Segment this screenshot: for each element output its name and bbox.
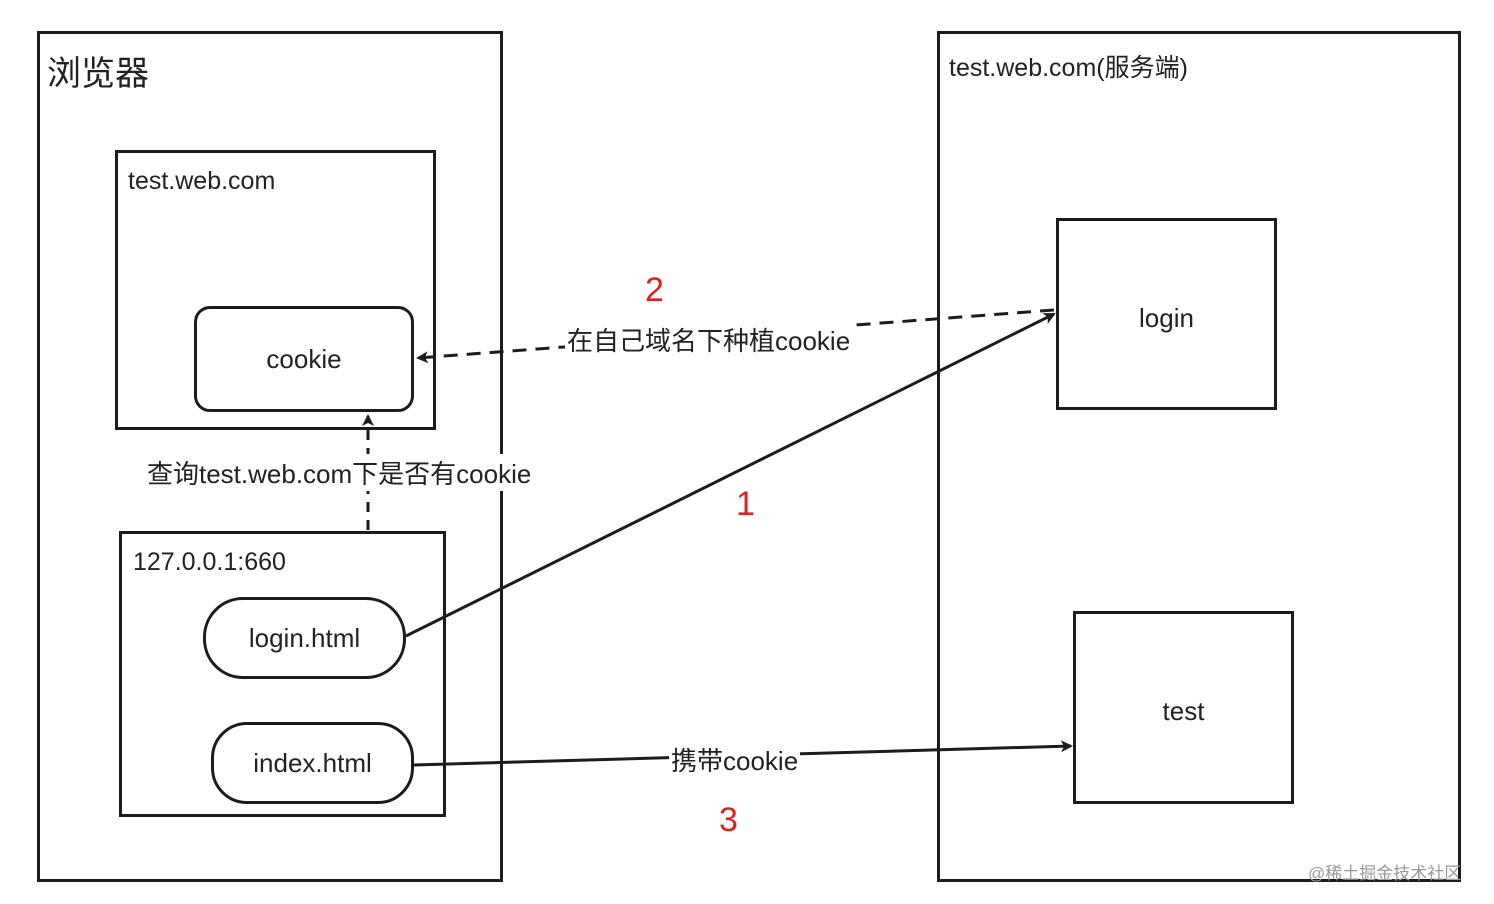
index-html-label: index.html (253, 747, 372, 778)
cookie-node: cookie (194, 306, 414, 412)
domain-box-title: test.web.com (128, 167, 276, 195)
edge-plant-label: 在自己域名下种植cookie (565, 321, 853, 358)
server-test-label: test (1162, 696, 1205, 726)
edge-query-label: 查询test.web.com下是否有cookie (145, 454, 534, 491)
login-html-label: login.html (248, 622, 361, 653)
domain-box (115, 150, 436, 430)
step-number-3: 3 (719, 801, 738, 839)
server-test-node: test (1073, 611, 1294, 804)
index-html-node: index.html (211, 722, 414, 804)
login-html-node: login.html (203, 597, 406, 679)
watermark: @稀土掘金技术社区 (1308, 864, 1462, 883)
server-title: test.web.com(服务端) (949, 54, 1188, 82)
local-origin-title: 127.0.0.1:660 (133, 548, 286, 576)
cookie-node-label: cookie (266, 343, 342, 374)
server-login-label: login (1139, 303, 1194, 333)
browser-title: 浏览器 (47, 55, 149, 93)
step-number-1: 1 (736, 485, 755, 523)
edge-carry-label: 携带cookie (669, 741, 801, 778)
local-origin-box (119, 531, 446, 817)
step-number-2: 2 (645, 271, 664, 309)
server-login-node: login (1056, 218, 1277, 410)
